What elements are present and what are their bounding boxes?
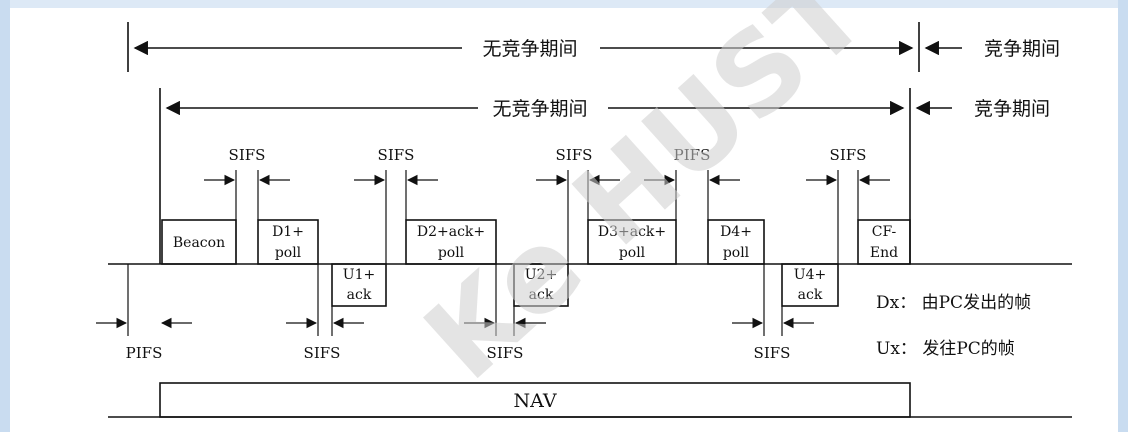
cf-end-frame bbox=[857, 219, 911, 265]
u1-frame bbox=[331, 263, 387, 307]
d3-label-1: D3+ack+ bbox=[598, 224, 666, 240]
d3-frame bbox=[587, 219, 677, 265]
u4-label-2: ack bbox=[798, 287, 823, 303]
interval-lines bbox=[127, 170, 859, 336]
sifs-label-1: SIFS bbox=[229, 146, 266, 164]
watermark-text: Ke HUST bbox=[401, 0, 890, 405]
nav-bar bbox=[159, 382, 911, 418]
legend: Dx： 由PC发出的帧 Ux： 发往PC的帧 bbox=[876, 293, 1031, 359]
d2-label-2: poll bbox=[438, 245, 465, 261]
cf-end-label-2: End bbox=[870, 245, 898, 261]
sifs-label-6: SIFS bbox=[487, 344, 524, 362]
d4-label-1: D4+ bbox=[720, 224, 752, 240]
d1-label-1: D1+ bbox=[272, 224, 304, 240]
sifs-label-2: SIFS bbox=[378, 146, 415, 164]
inner-period-row: 无竞争期间 竞争期间 bbox=[159, 88, 1050, 264]
pifs-label-bottom: PIFS bbox=[126, 344, 163, 362]
inner-cfp-label: 无竞争期间 bbox=[492, 98, 587, 120]
outer-cfp-label: 无竞争期间 bbox=[482, 38, 577, 60]
legend-ux: Ux： 发往PC的帧 bbox=[876, 339, 1015, 359]
u4-frame bbox=[781, 263, 839, 307]
u1-label-2: ack bbox=[347, 287, 372, 303]
sifs-label-4: SIFS bbox=[830, 146, 867, 164]
right-frame-border bbox=[1118, 0, 1128, 432]
nav-row: NAV bbox=[108, 382, 1072, 418]
u2-label-2: ack bbox=[529, 287, 554, 303]
sifs-label-3: SIFS bbox=[556, 146, 593, 164]
pc-frames: Beacon D1+ poll D2+ack+ poll D3+ack+ pol… bbox=[161, 219, 911, 265]
d2-label-1: D2+ack+ bbox=[417, 224, 485, 240]
d2-frame bbox=[405, 219, 497, 265]
u2-frame bbox=[513, 263, 569, 307]
lower-intervals: PIFS SIFS SIFS SIFS bbox=[96, 317, 814, 362]
cf-end-label-1: CF- bbox=[872, 224, 897, 240]
outer-cp-label: 竞争期间 bbox=[984, 38, 1060, 60]
u1-label-1: U1+ bbox=[343, 267, 375, 283]
outer-period-row: 无竞争期间 竞争期间 bbox=[127, 22, 1060, 72]
d1-label-2: poll bbox=[275, 245, 302, 261]
u4-label-1: U4+ bbox=[794, 267, 826, 283]
sifs-label-5: SIFS bbox=[304, 344, 341, 362]
nav-label: NAV bbox=[513, 390, 556, 412]
d3-label-2: poll bbox=[619, 245, 646, 261]
legend-dx: Dx： 由PC发出的帧 bbox=[876, 293, 1031, 313]
station-frames: U1+ ack U2+ ack U4+ ack bbox=[331, 263, 839, 307]
pifs-label-top: PIFS bbox=[674, 146, 711, 164]
sifs-label-7: SIFS bbox=[754, 344, 791, 362]
left-frame-border bbox=[0, 0, 10, 432]
d4-label-2: poll bbox=[723, 245, 750, 261]
d4-frame bbox=[707, 219, 765, 265]
beacon-label: Beacon bbox=[173, 235, 225, 251]
d1-frame bbox=[257, 219, 319, 265]
upper-intervals: SIFS SIFS SIFS PIFS SIFS bbox=[204, 146, 890, 186]
inner-cp-label: 竞争期间 bbox=[974, 98, 1050, 120]
u2-label-1: U2+ bbox=[525, 267, 557, 283]
